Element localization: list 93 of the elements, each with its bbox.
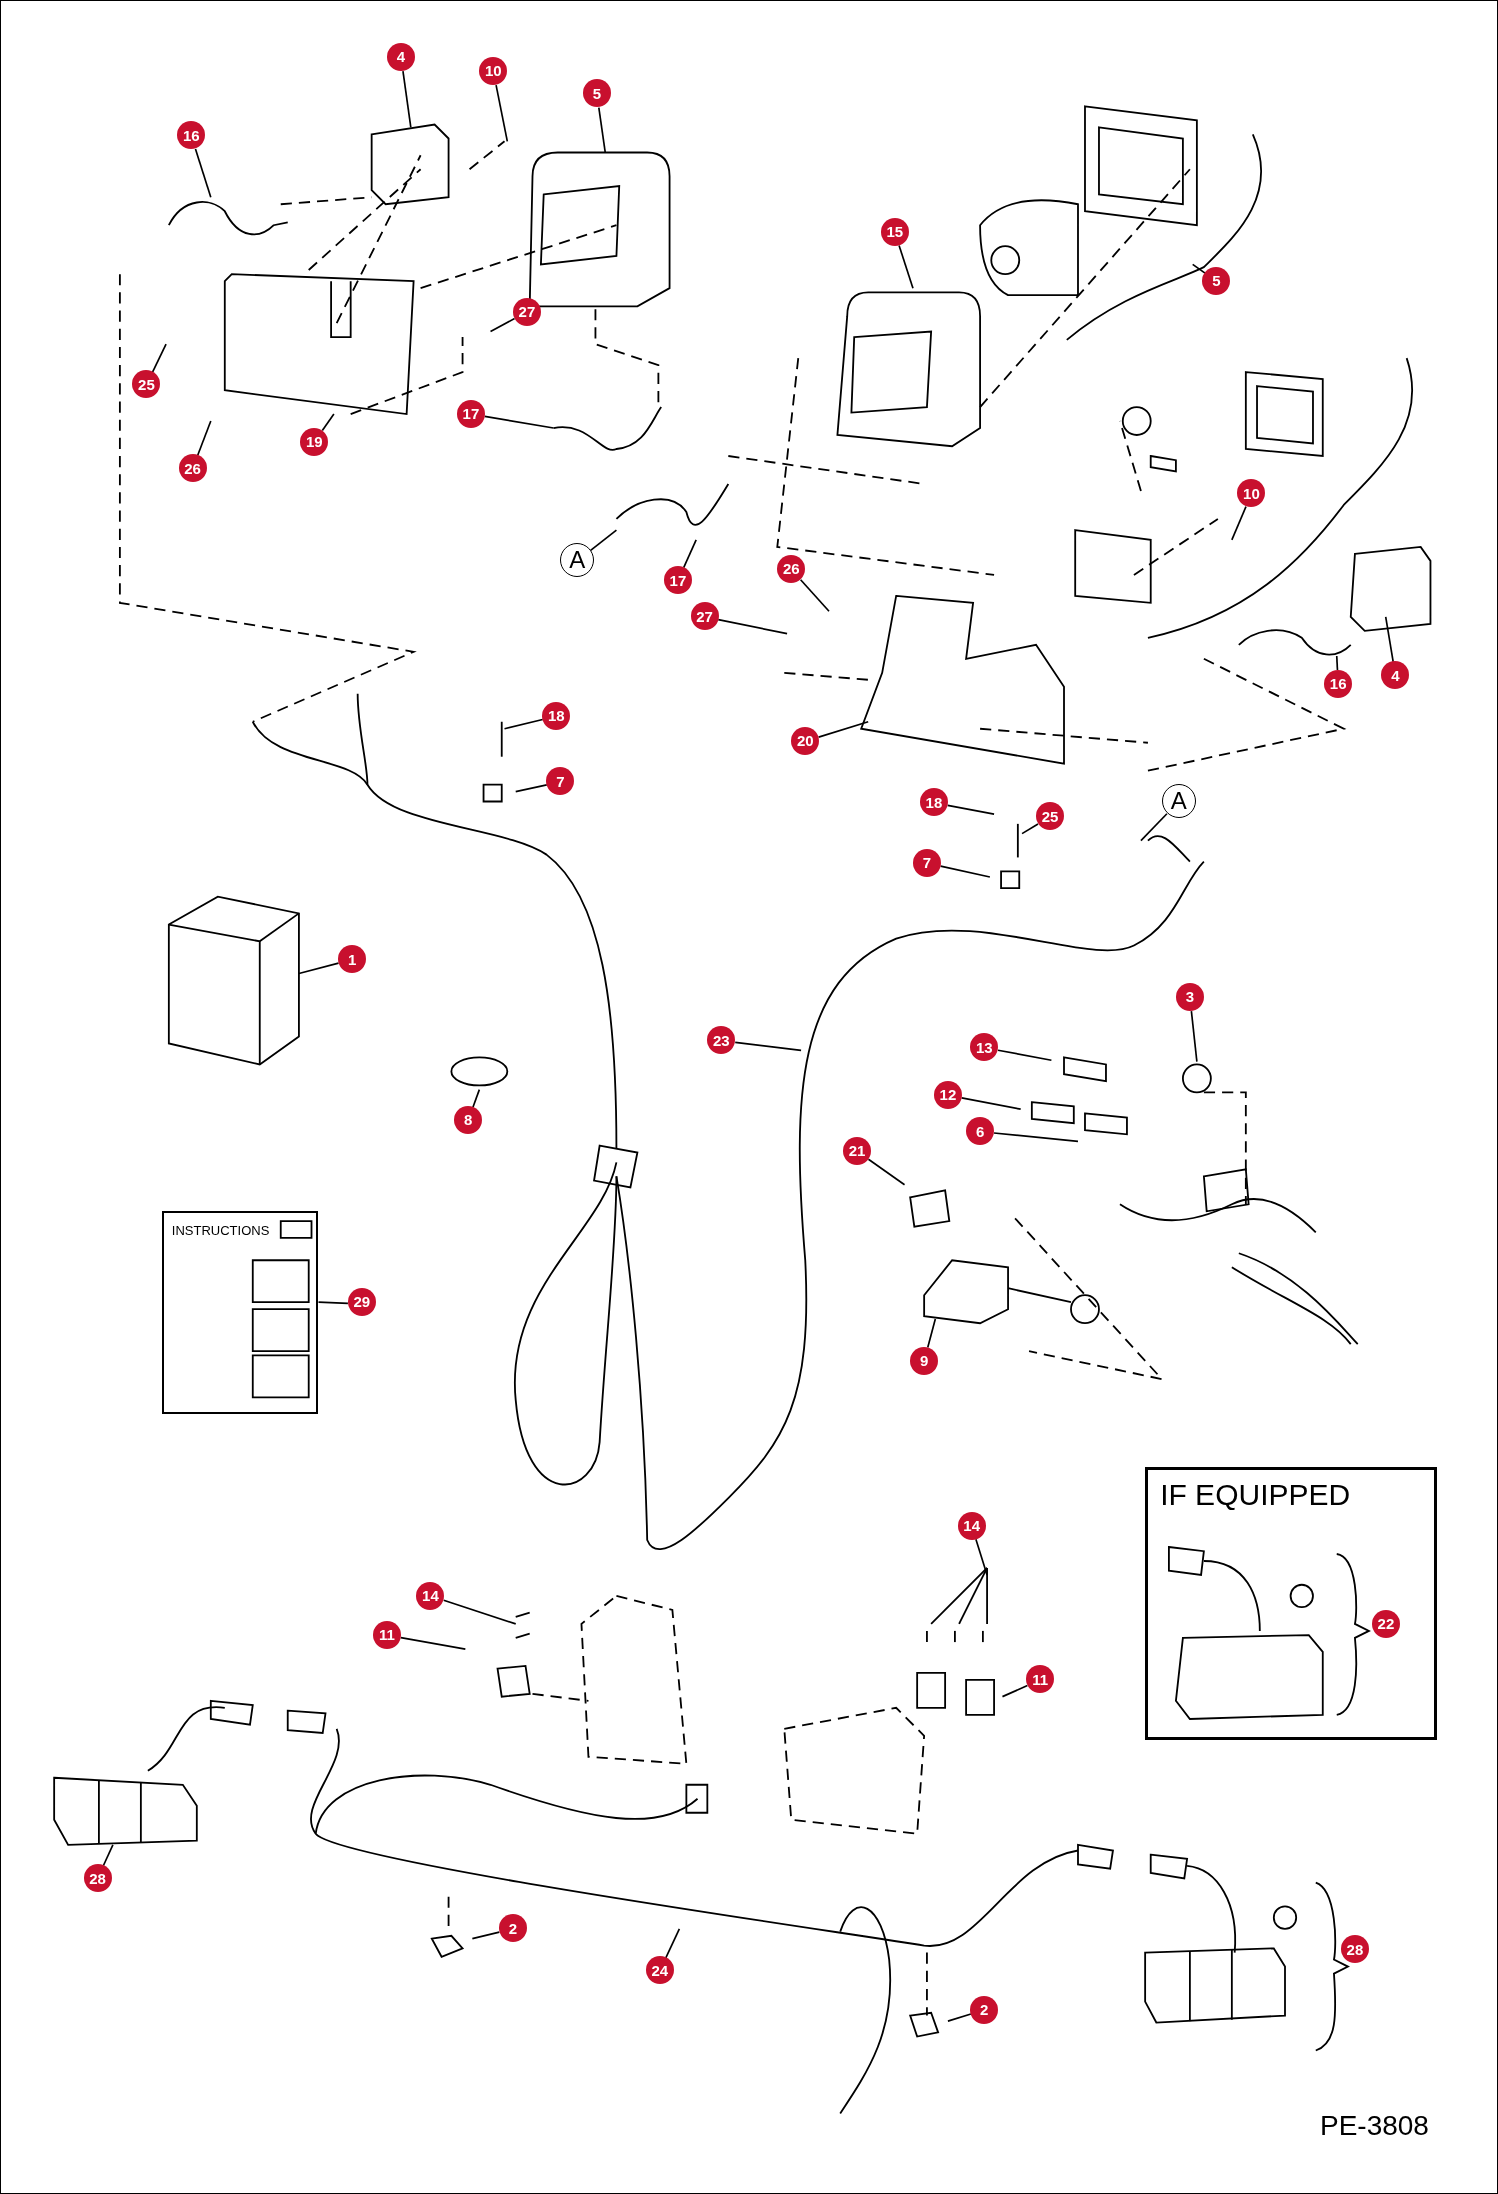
- leader-line: [926, 1318, 937, 1349]
- leader-line: [939, 865, 991, 878]
- leader-line: [947, 2013, 972, 2022]
- leader-line: [442, 1599, 517, 1625]
- leader-line: [194, 148, 212, 199]
- leader-line: [471, 1931, 501, 1940]
- leader-line: [1231, 505, 1247, 541]
- leader-line: [960, 1097, 1022, 1111]
- callout-number: 14: [416, 1581, 445, 1610]
- leader-line: [321, 413, 335, 432]
- callout-number: 12: [933, 1080, 962, 1109]
- callout-number: 28: [83, 1864, 112, 1893]
- callout-number: 26: [178, 454, 207, 483]
- callout-number: 14: [957, 1511, 986, 1540]
- leader-line: [997, 1049, 1053, 1062]
- callout-number: 27: [512, 297, 541, 326]
- callout-number: 1: [338, 945, 367, 974]
- callout-number: 16: [177, 121, 206, 150]
- callout-number: 17: [456, 399, 485, 428]
- callout-number: 25: [132, 370, 161, 399]
- leader-line: [196, 420, 212, 457]
- callout-number: 2: [970, 1995, 999, 2024]
- callout-number: 8: [454, 1105, 483, 1134]
- callout-number: 2: [498, 1914, 527, 1943]
- callout-number: 27: [690, 602, 719, 631]
- leader-line: [298, 962, 340, 975]
- callout-number: 15: [880, 217, 909, 246]
- callout-number: 23: [707, 1026, 736, 1055]
- leader-line: [400, 1636, 467, 1650]
- leader-line: [1021, 823, 1039, 835]
- callout-number: 4: [1381, 661, 1410, 690]
- leader-line: [503, 718, 544, 730]
- leader-line: [1191, 263, 1206, 274]
- drawing-number: PE-3808: [1319, 2110, 1429, 2143]
- callout-number: 10: [1237, 479, 1266, 508]
- callout-number: 4: [387, 42, 415, 71]
- callout-number: 22: [1371, 1609, 1400, 1638]
- callout-number: 11: [373, 1620, 402, 1649]
- callout-number: 24: [645, 1956, 674, 1985]
- callout-number: 16: [1324, 669, 1353, 698]
- callout-number: 13: [970, 1033, 999, 1062]
- frame-heading: IF EQUIPPED: [1160, 1477, 1351, 1512]
- leader-line: [495, 84, 509, 143]
- optional-parts-frame: [1145, 1466, 1438, 1740]
- reference-letter: A: [560, 543, 595, 578]
- callout-number: 7: [546, 767, 575, 796]
- callout-number: 18: [919, 788, 948, 817]
- callout-number: 20: [791, 726, 820, 755]
- leader-line: [682, 539, 697, 569]
- leader-line: [1001, 1684, 1029, 1698]
- callout-number: 6: [966, 1117, 995, 1146]
- leader-line: [598, 106, 607, 154]
- leader-line: [472, 1088, 481, 1109]
- callout-number: 3: [1175, 982, 1204, 1011]
- leader-line: [898, 244, 914, 289]
- leader-line: [317, 1301, 349, 1305]
- callout-number: 19: [300, 427, 329, 456]
- leader-line: [867, 1158, 906, 1186]
- leader-line: [799, 578, 830, 613]
- callout-number: 26: [777, 554, 806, 583]
- leader-line: [717, 618, 788, 635]
- callout-number: 18: [542, 701, 571, 730]
- leader-line: [514, 784, 548, 793]
- instruction-sheet: [161, 1210, 319, 1414]
- callout-number: 21: [843, 1136, 871, 1165]
- leader-line: [993, 1132, 1079, 1143]
- callout-number: 5: [582, 79, 611, 108]
- leader-line: [946, 804, 995, 815]
- reference-letter: A: [1161, 784, 1196, 819]
- callout-number: 9: [910, 1346, 939, 1375]
- leader-line: [402, 70, 412, 129]
- callout-number: 7: [912, 848, 941, 877]
- leader-line: [817, 720, 870, 738]
- callout-number: 5: [1202, 266, 1231, 295]
- leader-line: [1335, 655, 1339, 671]
- callout-number: 17: [663, 566, 692, 595]
- callout-number: 25: [1036, 802, 1064, 831]
- leader-line: [151, 343, 167, 373]
- sheet-title: INSTRUCTIONS: [171, 1222, 270, 1238]
- callout-number: 10: [479, 56, 508, 85]
- leader-line: [1190, 1010, 1198, 1063]
- callout-number: 29: [347, 1287, 376, 1316]
- leader-line: [664, 1928, 681, 1959]
- leader-line: [1140, 812, 1168, 842]
- leader-line: [1384, 616, 1395, 663]
- leader-line: [975, 1538, 988, 1576]
- callout-number: 28: [1340, 1935, 1369, 1964]
- leader-line: [734, 1041, 802, 1052]
- callout-number: 11: [1026, 1665, 1055, 1694]
- leader-line: [589, 529, 618, 552]
- leader-line: [489, 317, 516, 333]
- leader-line: [102, 1844, 114, 1867]
- leader-line: [483, 415, 555, 429]
